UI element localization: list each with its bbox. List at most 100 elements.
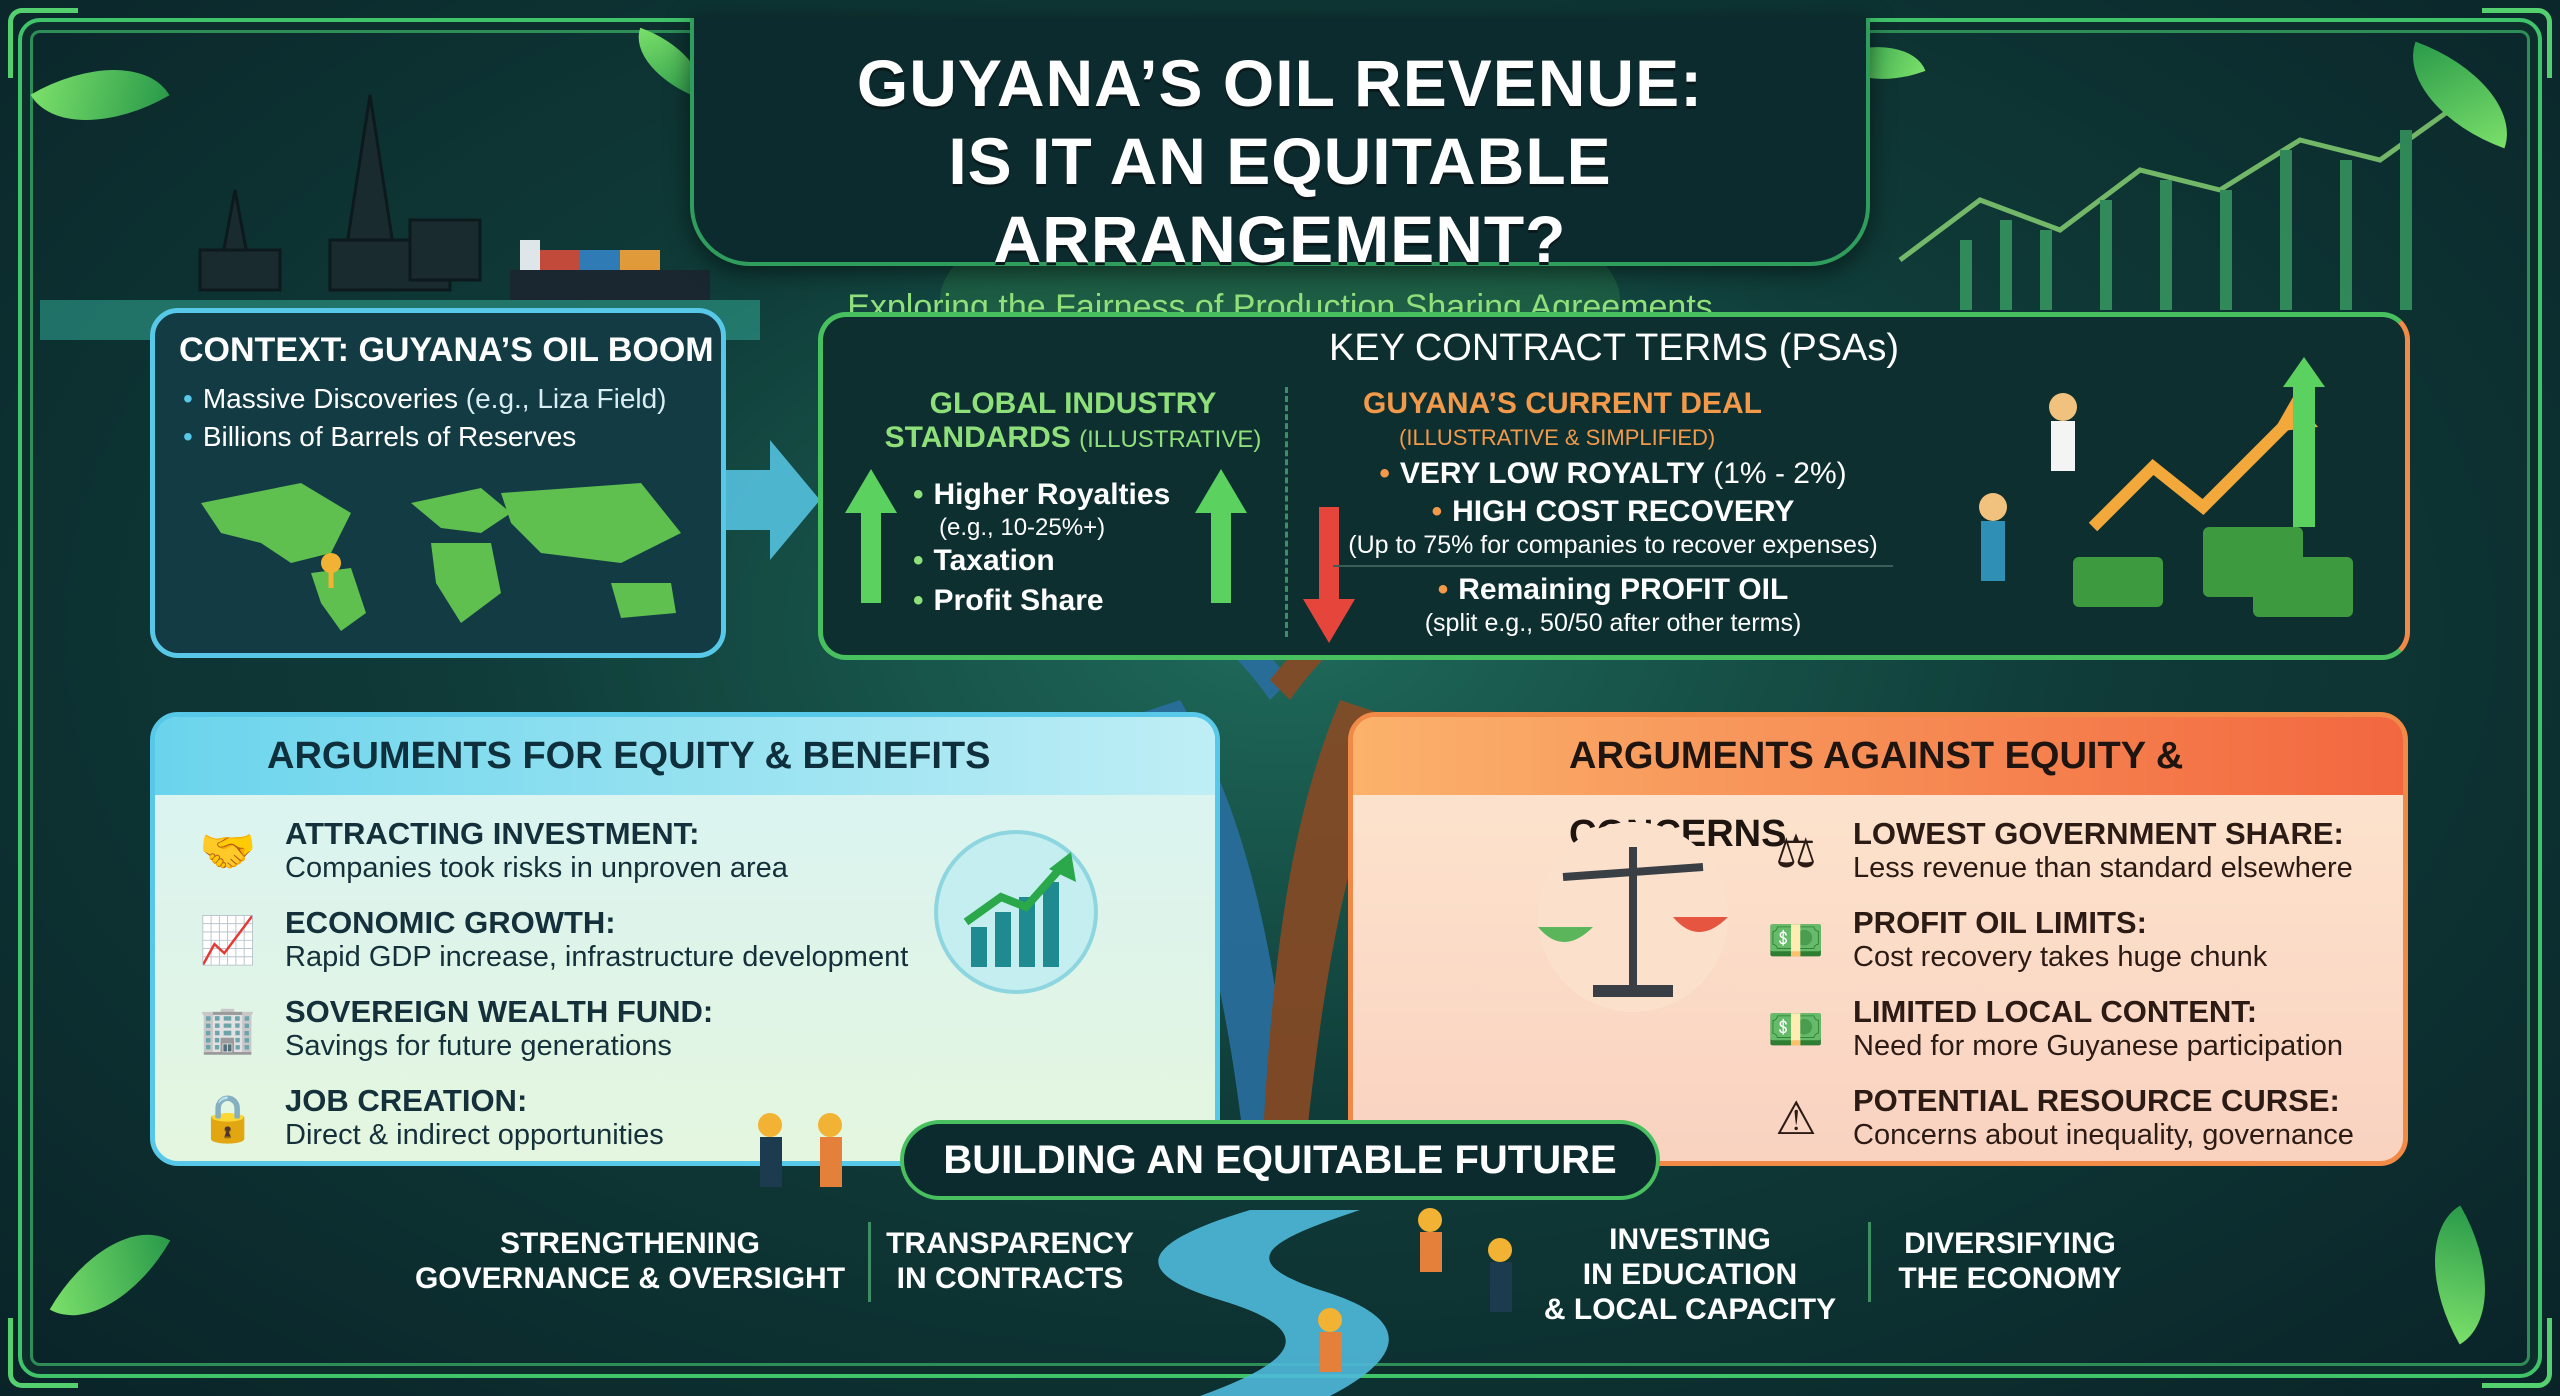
page-title: GUYANA’S OIL REVENUE: IS IT AN EQUITABLE… xyxy=(694,44,1866,278)
pillar-line: INVESTING xyxy=(1609,1223,1771,1256)
frame-corner xyxy=(2482,1318,2552,1388)
future-pillar: STRENGTHENING GOVERNANCE & OVERSIGHT xyxy=(400,1226,860,1296)
pillar-line: GOVERNANCE & OVERSIGHT xyxy=(414,1262,846,1295)
argument-for-item: 🤝 ATTRACTING INVESTMENT: Companies took … xyxy=(195,817,908,906)
guyana-deal-heading: GUYANA’S CURRENT DEAL (ILLUSTRATIVE & SI… xyxy=(1363,387,1923,455)
context-item-bold: Massive Discoveries xyxy=(202,383,458,414)
global-line2: STANDARDS xyxy=(884,421,1071,454)
frame-corner xyxy=(8,1318,78,1388)
argument-desc: Direct & indirect opportunities xyxy=(285,1119,664,1151)
building-icon: 🏢 xyxy=(199,1003,257,1055)
title-line2: IS IT AN EQUITABLE ARRANGEMENT? xyxy=(948,124,1612,276)
warning-icon: ⚠ xyxy=(1775,1092,1817,1144)
global-standards-list: Higher Royalties (e.g., 10-25%+) Taxation… xyxy=(913,475,1171,621)
context-list: Massive Discoveries (e.g., Liza Field) B… xyxy=(183,380,721,456)
scales-icon: ⚖ xyxy=(1775,825,1817,877)
pillar-divider xyxy=(868,1222,871,1302)
contract-terms-panel: KEY CONTRACT TERMS (PSAs) GLOBAL INDUSTR… xyxy=(818,312,2410,660)
arrow-up-icon xyxy=(845,469,897,603)
argument-title: LIMITED LOCAL CONTENT: xyxy=(1853,994,2258,1029)
argument-desc: Less revenue than standard elsewhere xyxy=(1853,852,2353,884)
argument-desc: Cost recovery takes huge chunk xyxy=(1853,941,2268,973)
global-item: Taxation xyxy=(913,541,1170,581)
argument-against-item: ⚠ POTENTIAL RESOURCE CURSE: Concerns abo… xyxy=(1763,1083,2354,1173)
argument-for-item: 🔒 JOB CREATION: Direct & indirect opport… xyxy=(195,1084,908,1173)
future-pillar: INVESTING IN EDUCATION & LOCAL CAPACITY xyxy=(1540,1222,1840,1327)
argument-title: SOVEREIGN WEALTH FUND: xyxy=(285,994,714,1029)
pillar-divider xyxy=(1868,1222,1871,1302)
argument-title: POTENTIAL RESOURCE CURSE: xyxy=(1853,1083,2340,1118)
argument-against-item: 💵 PROFIT OIL LIMITS: Cost recovery takes… xyxy=(1763,906,2354,995)
pillar-line: THE ECONOMY xyxy=(1898,1262,2122,1295)
ship-icon xyxy=(510,240,710,300)
guyana-item: Remaining PROFIT OIL (split e.g., 50/50 a… xyxy=(1333,565,1893,637)
handshake-icon: 🤝 xyxy=(199,825,257,877)
context-heading: CONTEXT: GUYANA’S OIL BOOM xyxy=(179,331,714,369)
arguments-against-heading: ARGUMENTS AGAINST EQUITY & CONCERNS xyxy=(1353,717,2403,855)
context-panel: CONTEXT: GUYANA’S OIL BOOM Massive Disco… xyxy=(150,308,726,658)
pillar-line: & LOCAL CAPACITY xyxy=(1543,1293,1837,1326)
future-pillar: TRANSPARENCY IN CONTRACTS xyxy=(880,1226,1140,1296)
money-stack-icon: 💵 xyxy=(1767,1003,1825,1055)
oil-rig-icon xyxy=(198,94,482,292)
argument-title: ATTRACTING INVESTMENT: xyxy=(285,816,700,851)
money-growth-illustration xyxy=(1979,357,2353,617)
context-item: Massive Discoveries (e.g., Liza Field) xyxy=(183,380,721,418)
argument-for-item: 🏢 SOVEREIGN WEALTH FUND: Savings for fut… xyxy=(195,995,908,1084)
scales-illustration xyxy=(1538,822,1728,1012)
arrow-up-icon xyxy=(1195,469,1247,603)
growth-chart-icon xyxy=(934,830,1098,994)
argument-desc: Companies took risks in unproven area xyxy=(285,852,788,884)
arguments-against-list: ⚖ LOWEST GOVERNMENT SHARE: Less revenue … xyxy=(1763,817,2354,1173)
context-item-light: (e.g., Liza Field) xyxy=(457,383,667,414)
global-item: Higher Royalties (e.g., 10-25%+) xyxy=(913,475,1171,541)
river xyxy=(1158,1210,1389,1396)
pillar-line: IN CONTRACTS xyxy=(896,1262,1124,1295)
terms-divider xyxy=(1285,387,1288,637)
argument-for-item: 📈 ECONOMIC GROWTH: Rapid GDP increase, i… xyxy=(195,906,908,995)
profit-oil: Remaining PROFIT OIL xyxy=(1458,573,1789,606)
cost-recovery-note: (Up to 75% for companies to recover expe… xyxy=(1348,531,1878,559)
pillar-line: IN EDUCATION xyxy=(1582,1258,1798,1291)
future-heading-bar: BUILDING AN EQUITABLE FUTURE xyxy=(900,1120,1660,1200)
argument-title: LOWEST GOVERNMENT SHARE: xyxy=(1853,816,2344,851)
profit-oil-note: (split e.g., 50/50 after other terms) xyxy=(1424,609,1802,637)
global-item-label: Higher Royalties xyxy=(933,478,1171,511)
argument-title: ECONOMIC GROWTH: xyxy=(285,905,616,940)
pillar-line: STRENGTHENING xyxy=(499,1227,760,1260)
global-standards-heading: GLOBAL INDUSTRY STANDARDS (ILLUSTRATIVE) xyxy=(863,387,1283,457)
guyana-qualifier: (ILLUSTRATIVE & SIMPLIFIED) xyxy=(1399,425,1716,450)
world-map-icon xyxy=(201,483,681,631)
guyana-item: VERY LOW ROYALTY (1% - 2%) xyxy=(1333,455,1893,493)
arguments-for-panel: ARGUMENTS FOR EQUITY & BENEFITS 🤝 ATTRAC… xyxy=(150,712,1220,1166)
pillar-line: DIVERSIFYING xyxy=(1904,1227,2116,1260)
title-panel: GUYANA’S OIL REVENUE: IS IT AN EQUITABLE… xyxy=(690,18,1870,326)
arguments-for-list: 🤝 ATTRACTING INVESTMENT: Companies took … xyxy=(195,817,908,1173)
argument-title: JOB CREATION: xyxy=(285,1083,528,1118)
arguments-for-heading: ARGUMENTS FOR EQUITY & BENEFITS xyxy=(155,717,1215,795)
global-qualifier: (ILLUSTRATIVE) xyxy=(1079,426,1262,453)
context-item: Billions of Barrels of Reserves xyxy=(183,418,721,456)
argument-title: PROFIT OIL LIMITS: xyxy=(1853,905,2147,940)
royalty-light: (1% - 2%) xyxy=(1704,457,1847,490)
frame-corner xyxy=(2482,8,2552,78)
frame-corner xyxy=(8,8,78,78)
global-line1: GLOBAL INDUSTRY xyxy=(929,387,1217,420)
cost-recovery: HIGH COST RECOVERY xyxy=(1452,495,1795,528)
guyana-item: HIGH COST RECOVERY (Up to 75% for compani… xyxy=(1333,493,1893,559)
royalty-bold: VERY LOW ROYALTY xyxy=(1399,457,1705,490)
terms-heading: KEY CONTRACT TERMS (PSAs) xyxy=(1328,327,1900,369)
guyana-heading: GUYANA’S CURRENT DEAL xyxy=(1363,387,1762,420)
argument-against-item: ⚖ LOWEST GOVERNMENT SHARE: Less revenue … xyxy=(1763,817,2354,906)
stock-chart-decoration xyxy=(1898,107,2452,310)
global-item: Profit Share xyxy=(913,581,1170,621)
title-line1: GUYANA’S OIL REVENUE: xyxy=(856,46,1704,120)
argument-desc: Concerns about inequality, governance xyxy=(1853,1119,2354,1151)
money-coins-icon: 💵 xyxy=(1767,914,1825,966)
bar-growth-icon: 📈 xyxy=(199,914,257,966)
global-royalty-example: (e.g., 10-25%+) xyxy=(939,514,1106,541)
argument-desc: Need for more Guyanese participation xyxy=(1853,1030,2344,1062)
argument-desc: Savings for future generations xyxy=(285,1030,672,1062)
argument-desc: Rapid GDP increase, infrastructure devel… xyxy=(285,941,909,973)
safe-icon: 🔒 xyxy=(199,1092,257,1144)
